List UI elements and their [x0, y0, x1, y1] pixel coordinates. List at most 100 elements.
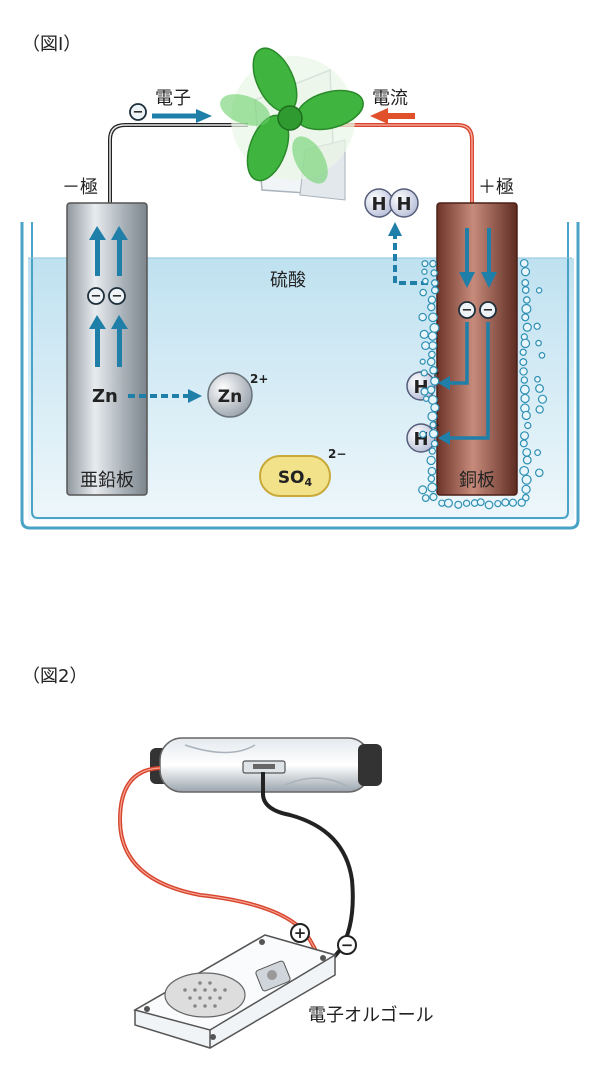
bubble-icon: [494, 499, 502, 508]
electrolyte-label: 硫酸: [270, 270, 306, 291]
bubble-icon: [517, 498, 526, 507]
bubble-icon: [430, 439, 439, 448]
sulfate-ion: SO4 2−: [259, 447, 346, 497]
bubble-icon: [522, 455, 532, 465]
bubble-icon: [519, 258, 529, 268]
bubble-icon: [419, 288, 427, 297]
bubble-icon: [428, 428, 439, 439]
electron-label: 電子: [155, 88, 191, 109]
fan-motor: [220, 47, 364, 201]
bubble-icon: [429, 492, 438, 502]
bubble-icon: [484, 500, 494, 510]
bubble-icon: [534, 375, 541, 383]
bubble-icon: [521, 286, 530, 294]
svg-text:+: +: [294, 924, 307, 942]
bubble-icon: [522, 447, 532, 457]
upward-electron-arrows: [89, 226, 128, 367]
bubble-icon: [520, 393, 530, 404]
svg-text:H: H: [396, 194, 411, 215]
bubble-icon: [501, 498, 510, 507]
bubble-icon: [537, 394, 548, 404]
electron-pair-icon: − −: [458, 301, 497, 319]
bubble-icon: [426, 385, 436, 395]
electron-icon: [129, 103, 147, 121]
bubble-icon: [429, 421, 437, 429]
bubble-icon: [538, 352, 546, 359]
bubble-icon: [534, 449, 542, 457]
zinc-ion: Zn 2+: [207, 372, 268, 418]
bubble-icon: [520, 376, 529, 384]
bubble-icon: [508, 498, 518, 507]
svg-text:−: −: [462, 303, 473, 318]
bubble-icon: [522, 296, 531, 304]
bubble-icon: [421, 268, 428, 275]
bubble-icon: [418, 312, 427, 322]
bubble-icon: [521, 313, 530, 322]
bubble-icon: [520, 338, 531, 349]
bubble-icon: [520, 431, 530, 441]
minus-icon: −: [337, 935, 357, 955]
bubble-icon: [419, 358, 426, 365]
external-circuit-wire: [108, 123, 474, 205]
bubble-icon: [519, 384, 530, 395]
bubble-icon: [427, 466, 437, 476]
bubble-icon: [454, 500, 463, 509]
bubble-icon: [422, 395, 430, 402]
bubble-icon: [427, 411, 438, 422]
bubble-icon: [428, 350, 436, 359]
sulfate-charge: 2−: [328, 447, 346, 461]
bubble-icon: [521, 474, 532, 485]
figure2-caption: （図2）: [22, 666, 87, 687]
bubble-icon: [519, 358, 528, 367]
bubble-icon: [535, 384, 544, 393]
figure1-caption: （図Ⅰ）: [22, 34, 81, 55]
bubble-icon: [524, 421, 532, 430]
plus-icon: +: [290, 923, 310, 943]
bubble-icon: [429, 322, 440, 333]
downward-electron-arrows: [459, 228, 497, 288]
current-label: 電流: [372, 88, 408, 109]
bubble-icon: [535, 405, 544, 414]
bubble-icon: [419, 329, 429, 339]
bubble-icon: [430, 279, 439, 287]
music-box-wires: [117, 766, 355, 964]
svg-text:Zn: Zn: [218, 387, 242, 407]
bubble-icon: [418, 485, 428, 495]
bubble-icon: [420, 369, 428, 377]
bubble-icon: [430, 376, 440, 386]
electron-pair-icon: − −: [87, 287, 126, 305]
bubble-icon: [521, 484, 531, 495]
bubble-icon: [462, 499, 471, 508]
zinc-plate: 亜鉛板 − − Zn: [66, 202, 148, 496]
bubble-icon: [535, 287, 543, 294]
bubble-icon: [426, 357, 436, 367]
battery-cell: [150, 737, 382, 793]
zinc-plate-label: 亜鉛板: [80, 470, 134, 491]
current-direction-indicator: 電流: [370, 88, 415, 124]
zinc-ion-charge: 2+: [250, 372, 268, 386]
bubble-icon: [519, 439, 528, 448]
bubble-icon: [420, 387, 429, 396]
svg-text:−: −: [133, 105, 144, 120]
bubble-icon: [426, 455, 436, 466]
bubble-icon: [430, 403, 440, 413]
hydrogen-bubbles: [418, 258, 548, 510]
bubble-icon: [422, 277, 429, 285]
bubble-icon: [519, 465, 530, 476]
bubble-icon: [519, 367, 528, 376]
negative-pole-label: －極: [62, 177, 98, 198]
positive-pole-label: ＋極: [478, 177, 514, 198]
bubble-icon: [421, 341, 430, 351]
bubble-icon: [522, 322, 532, 332]
bubble-icon: [427, 482, 438, 493]
electron-direction-indicator: − 電子: [129, 88, 212, 123]
fan-blade-icon: [220, 47, 364, 184]
bubble-icon: [428, 447, 437, 455]
bubble-icon: [427, 295, 437, 305]
bubble-icon: [429, 259, 437, 268]
bubble-icon: [421, 494, 430, 502]
bubble-icon: [427, 302, 436, 312]
svg-text:SO4: SO4: [278, 468, 313, 489]
bubble-icon: [519, 348, 527, 356]
